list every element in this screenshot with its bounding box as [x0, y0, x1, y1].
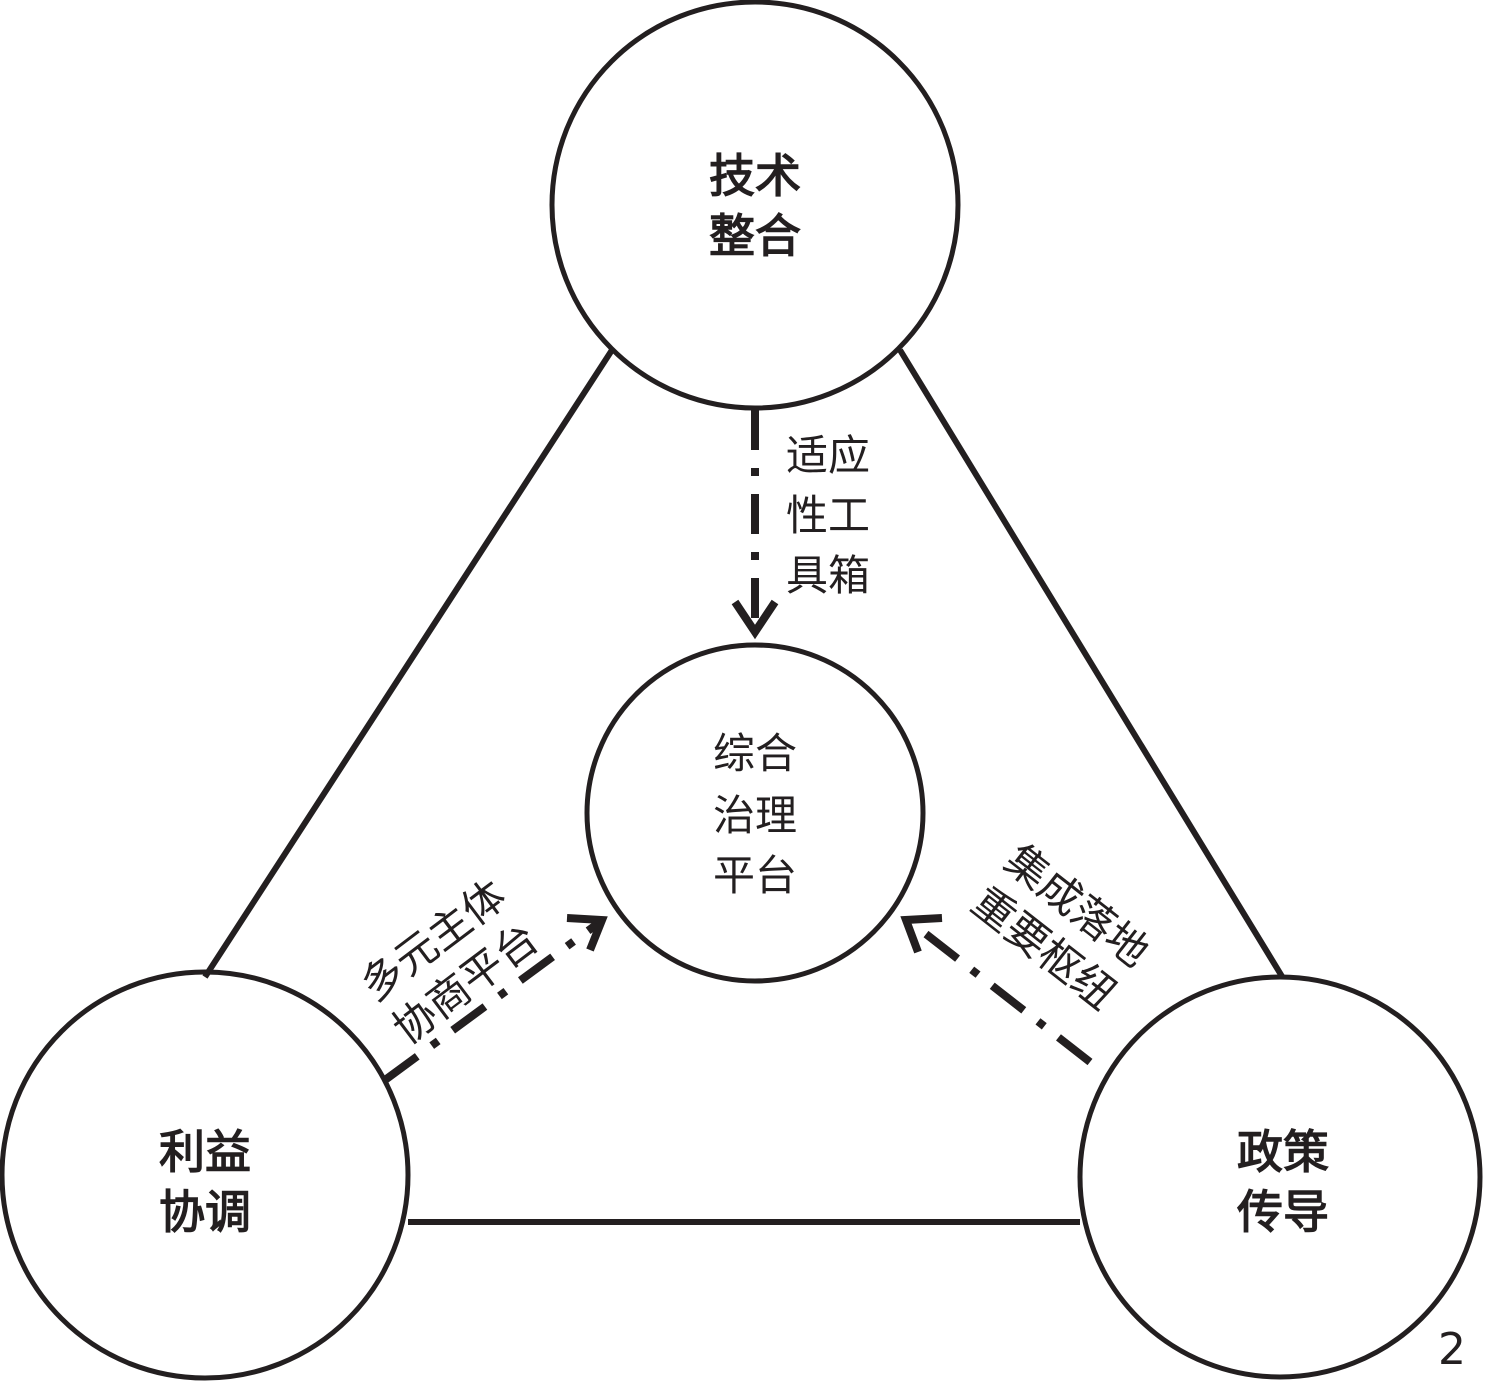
node-center-label-3: 平台 [713, 851, 797, 900]
node-left-label-1: 利益 [159, 1125, 251, 1179]
edge-top-right [897, 348, 1286, 980]
node-top-label-1: 技术 [709, 149, 801, 203]
arrow-top-head [731, 599, 779, 640]
node-center-label-1: 综合 [713, 729, 797, 778]
arrow-left-head [566, 914, 608, 952]
page-number: 2 [1438, 1324, 1466, 1375]
node-right-label-2: 传导 [1236, 1185, 1329, 1239]
arrow-top-label-1: 适应 [786, 431, 870, 480]
arrow-right-head [900, 914, 943, 954]
edge-top-left [202, 348, 615, 979]
arrow-top-label-2: 性工 [786, 491, 870, 540]
node-top-label-2: 整合 [709, 209, 801, 263]
node-platform [584, 642, 926, 984]
arrow-right-shaft [905, 916, 1093, 1066]
node-tech-integration [549, 0, 961, 411]
node-policy-transmission [1077, 974, 1483, 1380]
node-left-label-2: 协调 [159, 1185, 251, 1239]
node-interest-coordination [0, 969, 411, 1381]
arrow-top-label-3: 具箱 [786, 551, 870, 600]
node-center-label-2: 治理 [713, 791, 797, 840]
node-right-label-1: 政策 [1237, 1125, 1329, 1179]
